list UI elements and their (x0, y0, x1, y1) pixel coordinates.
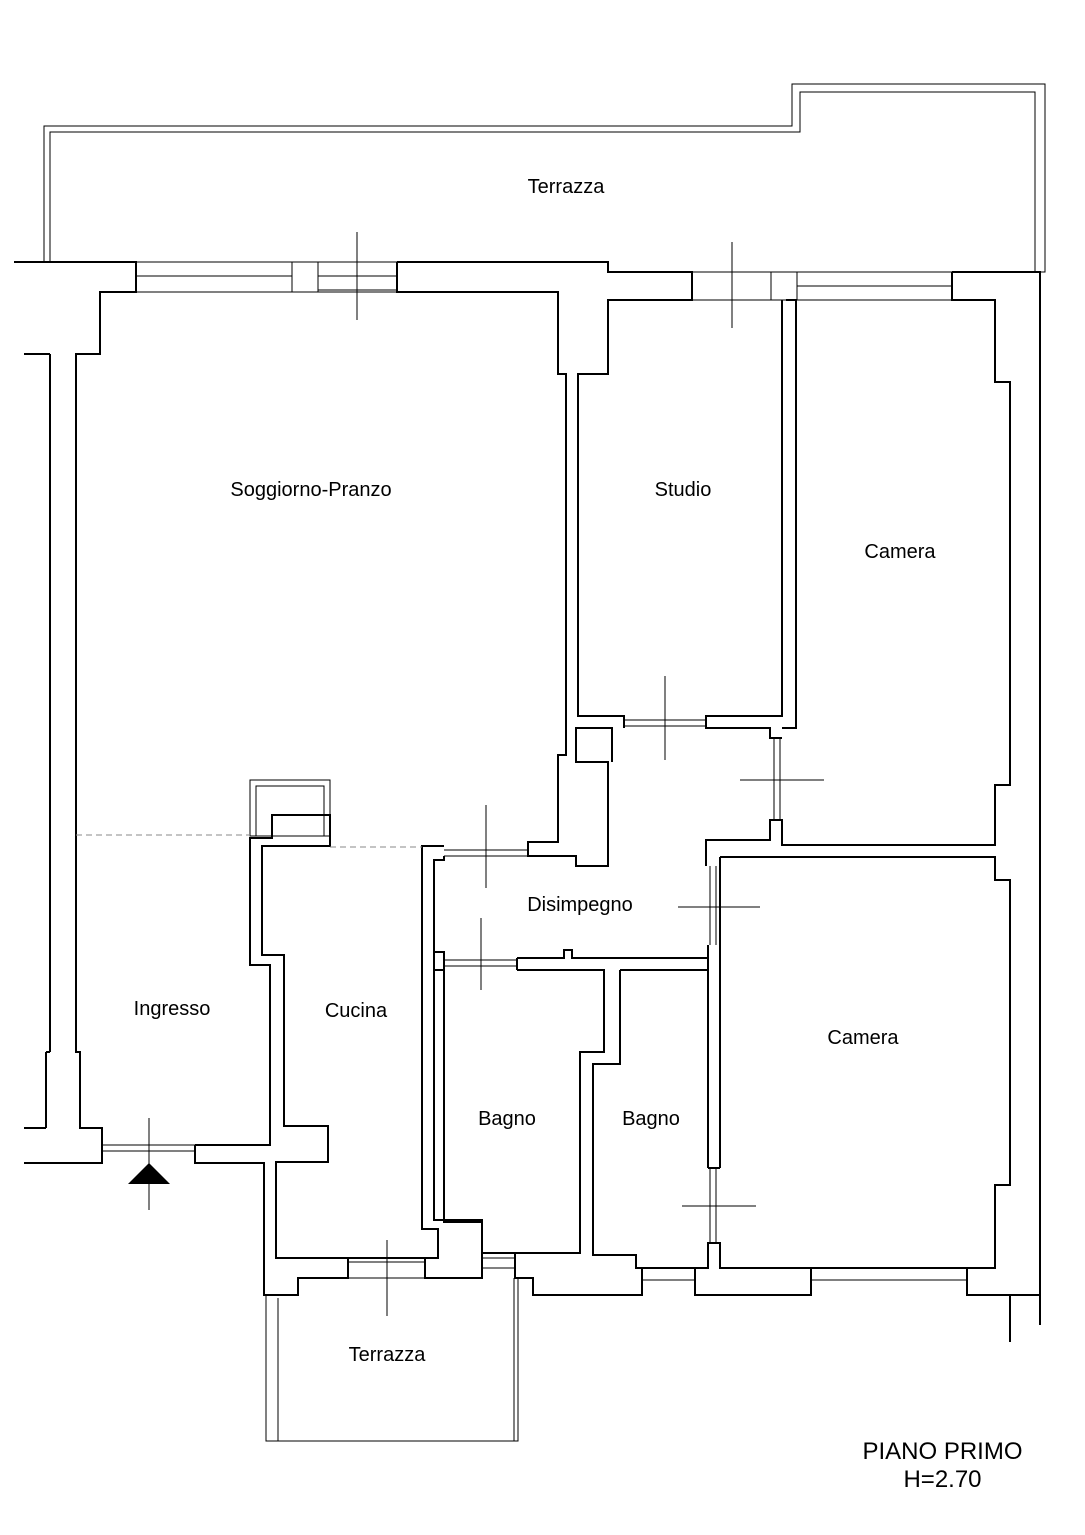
room-label-cucina: Cucina (325, 1000, 388, 1022)
room-label-ingresso: Ingresso (134, 998, 211, 1020)
openings (102, 232, 967, 1316)
exterior-walls (14, 261, 1041, 1342)
room-label-soggiorno: Soggiorno-Pranzo (230, 479, 391, 501)
room-label-camera-1: Camera (864, 541, 936, 563)
dashed-divider (76, 834, 422, 848)
entry-arrow-icon (128, 1163, 170, 1184)
terrace-bottom-outline (265, 1278, 519, 1442)
room-label-camera-2: Camera (827, 1027, 899, 1049)
floor-title: PIANO PRIMO (862, 1438, 1023, 1465)
room-label-disimpegno: Disimpegno (527, 894, 633, 916)
title-block: PIANO PRIMO H=2.70 (840, 1438, 1045, 1494)
room-label-terrazza-top: Terrazza (528, 176, 606, 198)
room-label-bagno-1: Bagno (478, 1108, 536, 1130)
room-label-studio: Studio (655, 479, 712, 501)
ceiling-height: H=2.70 (903, 1466, 982, 1493)
room-label-bagno-2: Bagno (622, 1108, 680, 1130)
terrace-top-outline (43, 83, 1046, 273)
room-label-terrazza-bottom: Terrazza (349, 1344, 427, 1366)
